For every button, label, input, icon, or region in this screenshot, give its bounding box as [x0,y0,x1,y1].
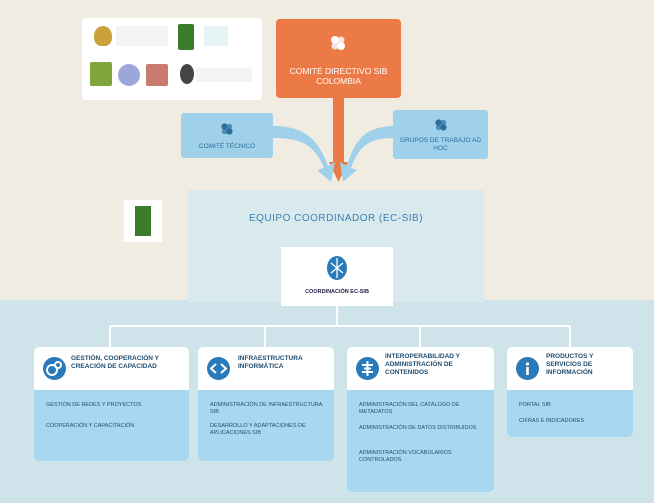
card-header: INTEROPERABILIDAD Y ADMINISTRACIÓN DE CO… [347,347,494,390]
sib-logo-icon [221,123,233,135]
invemar-logo [204,26,228,46]
card-interoperability: INTEROPERABILIDAD Y ADMINISTRACIÓN DE CO… [347,347,494,492]
card-header: PRODUCTOS Y SERVICIOS DE INFORMACIÓN [507,347,633,390]
coordination-inner-label: COORDINACIÓN EC-SIB [305,289,369,295]
university-seal-logo [180,64,194,84]
card-header: INFRAESTRUCTURA INFORMÁTICA [198,347,334,390]
steering-committee-box: COMITÉ DIRECTIVO SIB COLOMBIA [276,19,401,98]
card-title: PRODUCTOS Y SERVICIOS DE INFORMACIÓN [546,353,594,376]
technical-committee-arrow [273,126,335,182]
card-body: PORTAL SIB CIFRAS E INDICADORES [507,390,633,437]
technical-committee-box: COMITÉ TÉCNICO [181,113,273,158]
steering-committee-label: COMITÉ DIRECTIVO SIB COLOMBIA [289,66,388,86]
code-icon [207,357,230,380]
card-body: GESTIÓN DE REDES Y PROYECTOS COOPERACIÓN… [34,390,189,461]
card-item: DESARROLLO Y ADAPTACIONES DE APLICACIONE… [210,423,306,436]
humboldt-logo-box [124,200,162,242]
sinchi-logo [90,62,112,86]
card-item: ADMINISTRACIÓN VOCABULARIOS CONTROLADOS [359,450,452,463]
universidad-nacional-logo [196,68,252,82]
card-management: GESTIÓN, COOPERACIÓN Y CREACIÓN DE CAPAC… [34,347,189,461]
exchange-icon [356,357,379,380]
card-item: ADMINISTRACIÓN DE DATOS DISTRIBUIDOS [359,425,477,431]
card-title: INFRAESTRUCTURA INFORMÁTICA [238,355,303,370]
card-header: GESTIÓN, COOPERACIÓN Y CREACIÓN DE CAPAC… [34,347,189,390]
sib-logo-icon [435,119,447,131]
coat-of-arms-logo [94,26,112,46]
connector-lines [109,306,571,347]
people-icon [43,357,66,380]
card-item: GESTIÓN DE REDES Y PROYECTOS [46,402,142,408]
card-title: INTEROPERABILIDAD Y ADMINISTRACIÓN DE CO… [385,353,460,376]
card-item: ADMINISTRACIÓN DEL CATÁLOGO DE METADATOS [359,402,460,415]
sib-logo-icon [331,36,345,50]
card-infrastructure: INFRAESTRUCTURA INFORMÁTICA ADMINISTRACI… [198,347,334,461]
card-body: ADMINISTRACIÓN DE INFRAESTRUCTURA SIB DE… [198,390,334,461]
committee-arrow [329,98,348,182]
card-item: CIFRAS E INDICADORES [519,418,585,424]
iiap-logo [118,64,140,86]
card-item: ADMINISTRACIÓN DE INFRAESTRUCTURA SIB [210,402,323,415]
technical-committee-label: COMITÉ TÉCNICO [198,143,256,150]
adhoc-groups-box: GRUPOS DE TRABAJO AD HOC [393,110,488,159]
biodiversity-sphere-icon [327,256,347,280]
ministry-logo [116,26,168,46]
info-icon [516,357,539,380]
adhoc-groups-label: GRUPOS DE TRABAJO AD HOC [399,137,482,152]
ideam-logo [146,64,168,86]
card-item: PORTAL SIB [519,402,551,408]
card-products: PRODUCTOS Y SERVICIOS DE INFORMACIÓN POR… [507,347,633,437]
card-title: GESTIÓN, COOPERACIÓN Y CREACIÓN DE CAPAC… [71,355,159,370]
card-item: COOPERACIÓN Y CAPACITACIÓN [46,423,135,429]
card-body: ADMINISTRACIÓN DEL CATÁLOGO DE METADATOS… [347,390,494,492]
adhoc-groups-arrow [340,126,395,182]
humboldt-logo [135,206,151,236]
partner-logos-panel [82,18,262,100]
coordination-inner-box: COORDINACIÓN EC-SIB [281,247,393,306]
humboldt-logo [178,24,194,50]
coordination-team-title: EQUIPO COORDINADOR (EC-SIB) [248,213,424,224]
